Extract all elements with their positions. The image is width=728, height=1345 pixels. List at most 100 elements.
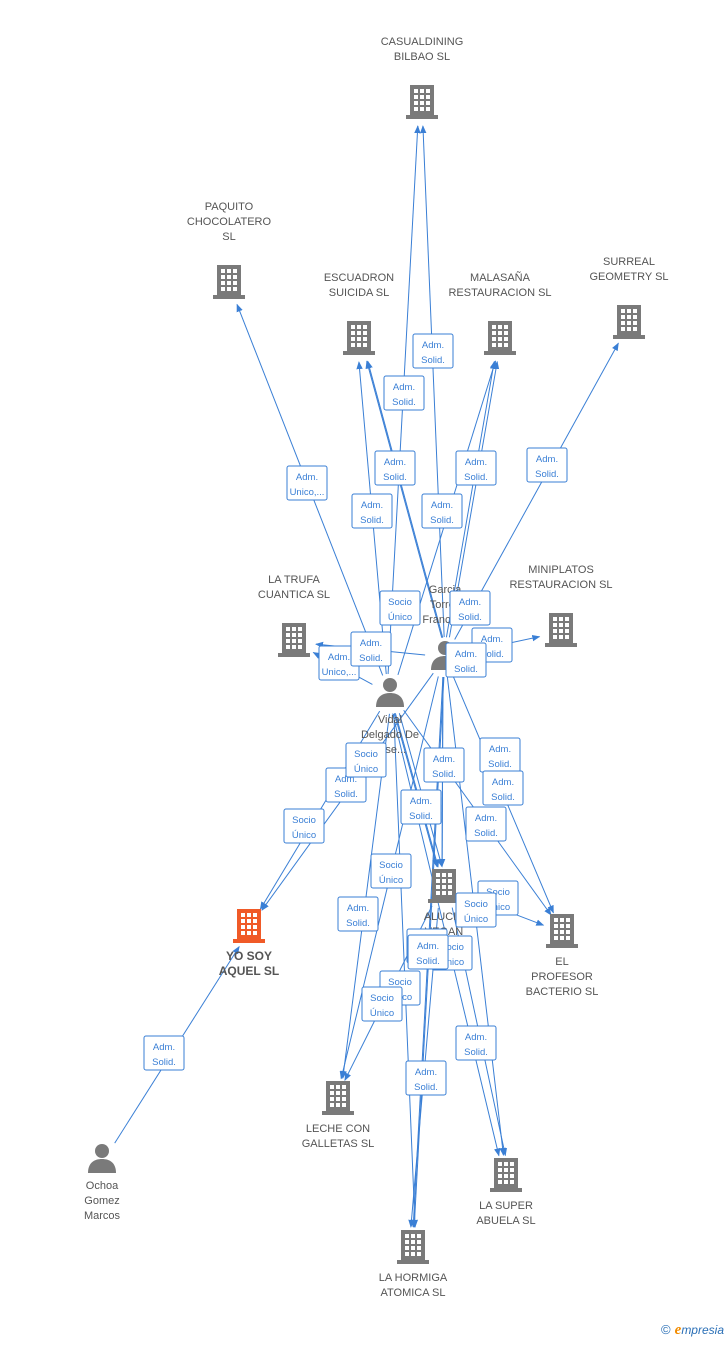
edge-label-text: Socio [379, 860, 403, 871]
node-label: MALASAÑA [470, 271, 531, 284]
node-malasana[interactable]: MALASAÑA RESTAURACION SL [448, 271, 552, 355]
brand-name: mpresia [681, 1323, 724, 1337]
brand-logo-e: e [674, 1322, 682, 1338]
company-icon [613, 305, 645, 339]
node-label: ABUELA SL [476, 1215, 535, 1227]
node-label: SUICIDA SL [329, 287, 390, 299]
node-label: LECHE CON [306, 1123, 370, 1135]
edge-label[interactable]: Adm.Solid. [143, 1035, 185, 1071]
edge-label[interactable]: Adm.Solid. [407, 934, 449, 970]
edge-label[interactable]: Adm.Solid. [455, 450, 497, 486]
node-label: CASUALDINING [381, 36, 464, 48]
edge-label-box [283, 808, 325, 844]
node-leche[interactable]: LECHE CON GALLETAS SL [302, 1081, 375, 1150]
node-escuadron[interactable]: ESCUADRON SUICIDA SL [324, 272, 394, 355]
edge-label-text: Socio [388, 977, 412, 988]
edge-label[interactable]: Adm.Solid. [405, 1060, 447, 1096]
edge-label-text: Adm. [455, 649, 477, 660]
edge-label-box [445, 642, 487, 678]
edge-label[interactable]: Adm.Solid. [400, 789, 442, 825]
edge-label-box [351, 493, 393, 529]
edge-label[interactable]: Adm. Solid. [383, 375, 425, 411]
edge-label[interactable]: Adm.Solid. [449, 590, 491, 626]
edge-label-text: Adm. [361, 500, 383, 511]
edge-label-box [526, 447, 568, 483]
edge-label[interactable]: Adm.Solid. [350, 631, 392, 667]
edge-label-box [379, 590, 421, 626]
edge-label[interactable]: Adm.Solid. [445, 642, 487, 678]
edge-label-text: Único [379, 875, 403, 886]
edge-label-text: Socio [464, 899, 488, 910]
edge-label-text: Adm. [347, 903, 369, 914]
node-label: GALLETAS SL [302, 1138, 375, 1150]
edge-label-box [350, 631, 392, 667]
edge-label-text: Solid. [392, 397, 416, 408]
edge-label-text: Solid. [535, 469, 559, 480]
edge-label-box [345, 742, 387, 778]
node-label: Ochoa [86, 1180, 119, 1192]
edge-label-text: Adm. [431, 500, 453, 511]
empresia-brand[interactable]: ©empresia [661, 1322, 724, 1339]
edge-label[interactable]: Adm. Unico,... [286, 465, 328, 501]
edge-label[interactable]: Adm.Solid. [455, 1025, 497, 1061]
edge-label-text: Socio [486, 887, 510, 898]
edge-label-text: Único [370, 1008, 394, 1019]
edge-label-box [286, 465, 328, 501]
company-icon [213, 265, 245, 299]
edge-label-text: Adm. [433, 754, 455, 765]
company-icon [546, 914, 578, 948]
edge-label-box [482, 770, 524, 806]
edge-label[interactable]: Adm.Unico,... [318, 645, 360, 681]
edge-label-box [412, 333, 454, 369]
edge-label[interactable]: Adm.Solid. [482, 770, 524, 806]
edge-label-text: Adm. [459, 597, 481, 608]
edge-label[interactable]: Adm.Solid. [423, 747, 465, 783]
edge-label[interactable]: Adm.Solid. [479, 737, 521, 773]
edge-label-text: Único [388, 612, 412, 623]
edge-label-box [400, 789, 442, 825]
edge-label[interactable]: Adm.Solid. [374, 450, 416, 486]
company-icon [278, 623, 310, 657]
node-label: ESCUADRON [324, 272, 394, 284]
edge-label[interactable]: Adm.Solid. [526, 447, 568, 483]
edge-label-box [407, 934, 449, 970]
node-label: CHOCOLATERO [187, 216, 272, 228]
edge-label-text: Adm. [296, 472, 318, 483]
edge-label[interactable]: Adm.Solid. [337, 896, 379, 932]
edge-label-text: Solid. [416, 956, 440, 967]
node-label: SURREAL [603, 256, 655, 268]
edge-label[interactable]: Adm.Solid. [421, 493, 463, 529]
edge-label[interactable]: Adm.Solid. [465, 806, 507, 842]
edge-label-text: Socio [292, 815, 316, 826]
node-label: LA HORMIGA [379, 1272, 448, 1284]
edge-label-box [143, 1035, 185, 1071]
person-icon [376, 678, 404, 707]
edge-label[interactable]: Adm.Solid. [412, 333, 454, 369]
edge-label-text: Solid. [334, 789, 358, 800]
node-label: RESTAURACION SL [448, 287, 551, 299]
edge-label-text: Adm. [422, 340, 444, 351]
edge-label-text: Unico,... [290, 487, 325, 498]
edge-label[interactable]: Adm.Solid. [351, 493, 393, 529]
company-icon [484, 321, 516, 355]
edge-label-text: Adm. [393, 382, 415, 393]
edge-label-box [370, 853, 412, 889]
